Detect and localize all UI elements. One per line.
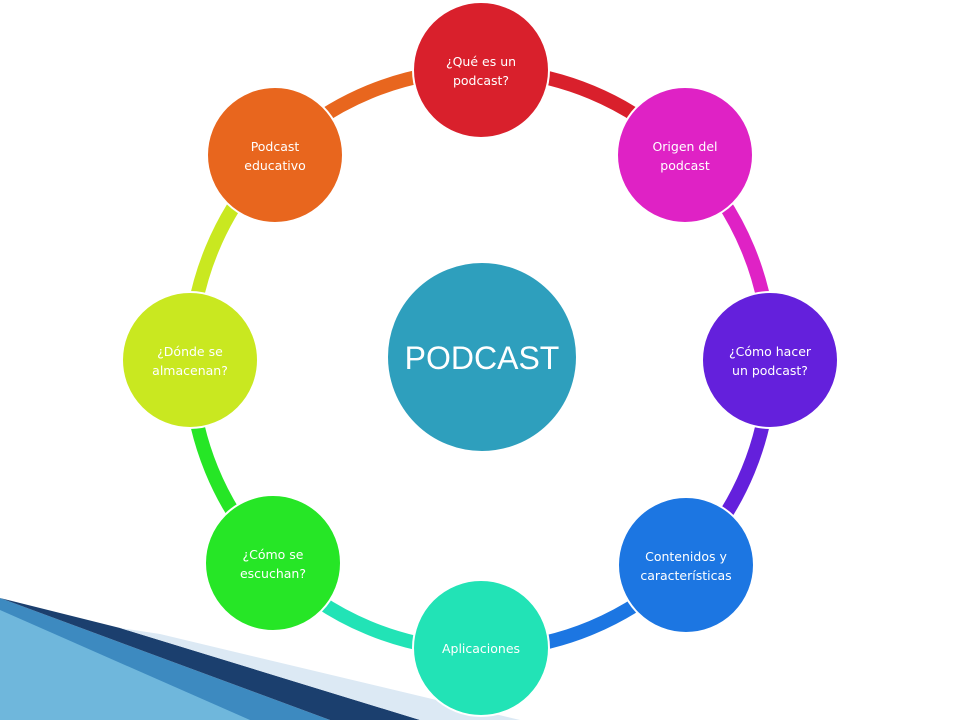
node-label-line2: un podcast? <box>732 363 808 378</box>
node-circle <box>121 291 259 429</box>
node-label-line1: ¿Qué es un <box>446 54 516 69</box>
node-label-line1: Origen del <box>652 139 717 154</box>
node-que-es: ¿Qué es un podcast? <box>412 1 550 139</box>
node-label-line2: podcast <box>660 158 710 173</box>
node-circle <box>412 1 550 139</box>
node-label-line1: Podcast <box>251 139 300 154</box>
node-circle <box>204 494 342 632</box>
node-aplicaciones: Aplicaciones <box>412 579 550 717</box>
node-label-line2: escuchan? <box>240 566 306 581</box>
node-label-line2: podcast? <box>453 73 509 88</box>
node-circle <box>412 579 550 717</box>
node-circle <box>617 496 755 634</box>
node-label-line2: almacenan? <box>152 363 228 378</box>
node-label-line1: ¿Cómo se <box>242 547 303 562</box>
node-label-line1: Contenidos y <box>645 549 727 564</box>
node-label-line2: características <box>640 568 731 583</box>
node-label-line1: ¿Cómo hacer <box>729 344 812 359</box>
node-podcast-educativo: Podcast educativo <box>206 86 344 224</box>
node-label-line2: educativo <box>244 158 306 173</box>
node-label-line1: ¿Dónde se <box>157 344 223 359</box>
node-label-line1: Aplicaciones <box>442 641 520 656</box>
center-circle <box>386 261 578 453</box>
node-origen: Origen del podcast <box>616 86 754 224</box>
node-circle <box>616 86 754 224</box>
node-donde-se-almacenan: ¿Dónde se almacenan? <box>121 291 259 429</box>
center-node: PODCAST <box>386 261 578 453</box>
node-como-hacer: ¿Cómo hacer un podcast? <box>701 291 839 429</box>
decorative-wedge <box>0 598 520 720</box>
node-contenidos: Contenidos y características <box>617 496 755 634</box>
node-como-se-escuchan: ¿Cómo se escuchan? <box>204 494 342 632</box>
node-circle <box>206 86 344 224</box>
center-label: PODCAST <box>405 340 560 376</box>
node-circle <box>701 291 839 429</box>
